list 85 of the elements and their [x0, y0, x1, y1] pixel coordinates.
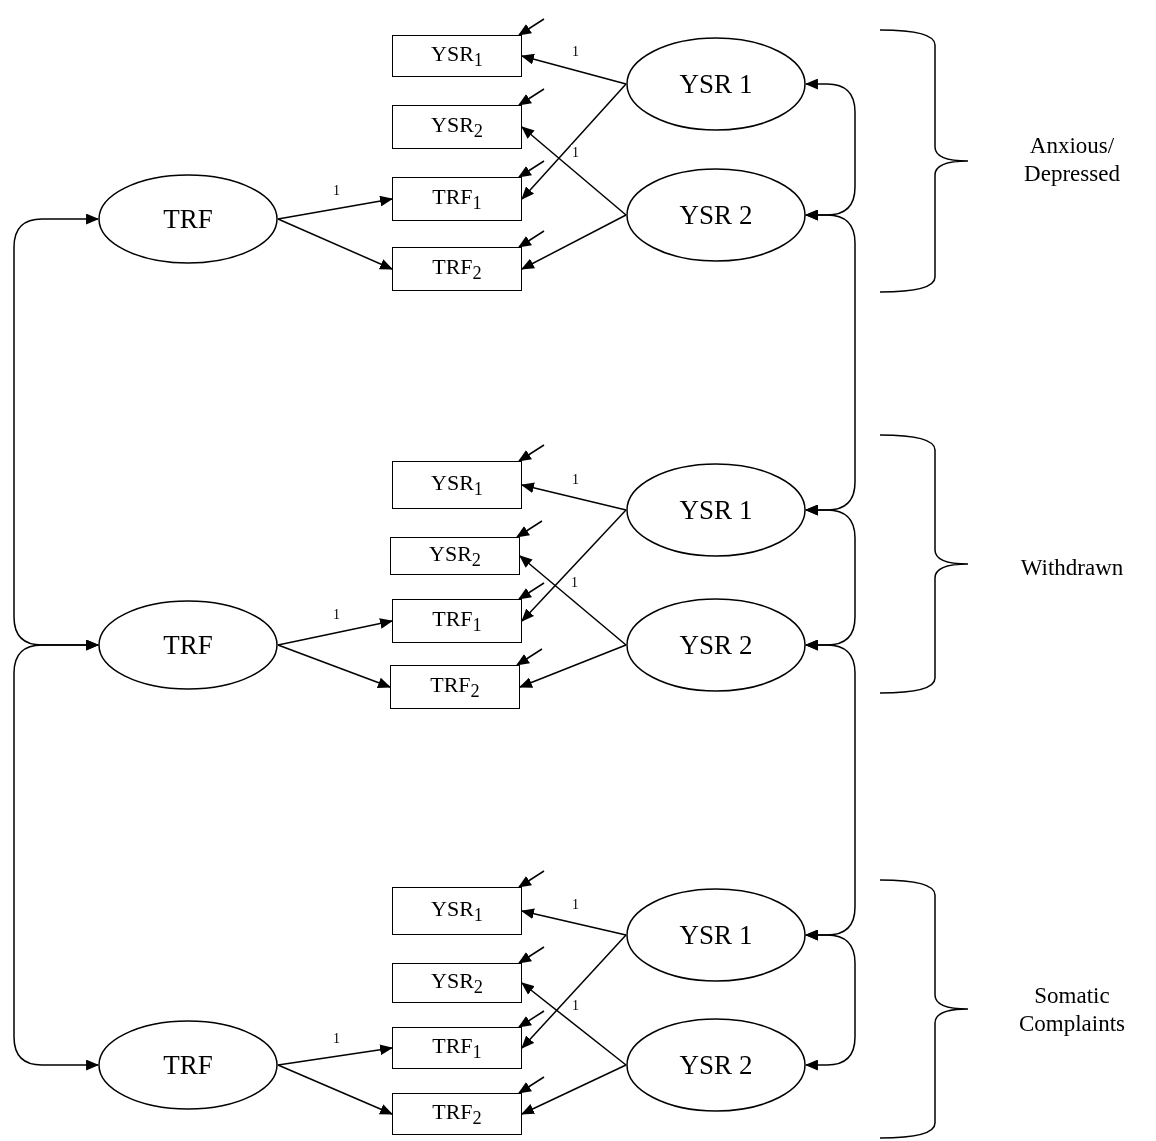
error-arrow — [518, 870, 545, 888]
arrow — [521, 214, 627, 270]
arrow — [521, 509, 627, 622]
latent-variable-ellipse — [626, 168, 806, 262]
node-label: YSR 1 — [679, 68, 753, 100]
node-label: YSR$_{2}$ — [431, 111, 483, 143]
latent-variable-ellipse — [626, 598, 806, 692]
node-label: TRF$_{1}$ — [432, 605, 482, 637]
node-label: TRF$_{2}$ — [432, 253, 482, 285]
error-arrow — [518, 18, 545, 36]
latent-variable-ellipse — [626, 463, 806, 557]
arrow — [519, 644, 627, 688]
node-label: YSR 1 — [679, 919, 753, 951]
arrow — [277, 1044, 394, 1066]
latent-variable-ellipse — [626, 37, 806, 131]
indicator-box — [392, 105, 522, 149]
indicator-box — [390, 537, 520, 575]
node-label: YSR$_{1}$ — [431, 40, 483, 72]
error-arrow — [516, 648, 543, 666]
arrow — [277, 218, 393, 270]
node-label: YSR$_{1}$ — [431, 895, 483, 927]
bracket-label: Anxious/ Depressed — [1023, 132, 1121, 188]
node-label: YSR$_{2}$ — [429, 540, 481, 572]
indicator-box — [392, 35, 522, 77]
latent-variable-ellipse — [98, 174, 278, 264]
node-label: YSR$_{2}$ — [431, 967, 483, 999]
bracket-label: Somatic Complaints — [1017, 982, 1127, 1038]
double-headed-arrow — [13, 639, 100, 1071]
error-arrow — [518, 1076, 545, 1094]
edge-label: 1 — [332, 607, 341, 622]
edge-label: 1 — [571, 471, 580, 487]
node-label: TRF — [163, 1049, 213, 1081]
arrow — [521, 126, 627, 216]
edge-label: 1 — [571, 145, 580, 160]
latent-variable-ellipse — [626, 888, 806, 982]
arrow — [277, 618, 394, 646]
error-arrow — [518, 160, 545, 178]
indicator-box — [392, 461, 522, 509]
arrow — [277, 195, 394, 220]
indicator-box — [392, 247, 522, 291]
error-arrow — [518, 1010, 545, 1028]
indicator-box — [392, 1027, 522, 1069]
edge-label: 1 — [571, 44, 580, 59]
arrow — [521, 1064, 627, 1115]
error-arrow — [516, 520, 543, 538]
edge-label: 1 — [332, 183, 341, 198]
arrow — [520, 908, 627, 936]
arrow — [521, 934, 627, 1049]
node-label: YSR$_{1}$ — [431, 469, 483, 501]
edge-label: 1 — [571, 897, 580, 912]
error-arrow — [518, 444, 545, 462]
arrow — [521, 83, 627, 200]
indicator-box — [390, 665, 520, 709]
indicator-box — [392, 963, 522, 1003]
latent-variable-ellipse — [98, 1020, 278, 1110]
arrow — [519, 555, 627, 646]
node-label: YSR 2 — [679, 199, 753, 231]
bracket-label: Withdrawn — [1019, 554, 1125, 582]
indicator-box — [392, 599, 522, 643]
arrow — [277, 644, 391, 688]
node-label: YSR 1 — [679, 494, 753, 526]
error-arrow — [518, 946, 545, 964]
latent-variable-ellipse — [98, 600, 278, 690]
node-label: TRF — [163, 203, 213, 235]
node-label: TRF$_{2}$ — [430, 671, 480, 703]
indicator-box — [392, 177, 522, 221]
node-label: YSR 2 — [679, 629, 753, 661]
arrow — [277, 1064, 393, 1115]
error-arrow — [518, 230, 545, 248]
indicator-box — [392, 887, 522, 935]
node-label: YSR 2 — [679, 1049, 753, 1081]
error-arrow — [518, 88, 545, 106]
arrow — [521, 982, 627, 1066]
error-arrow — [518, 582, 545, 600]
edge-label: 1 — [571, 998, 580, 1013]
arrow — [520, 53, 627, 85]
arrow — [520, 482, 627, 511]
latent-variable-ellipse — [626, 1018, 806, 1112]
node-label: TRF$_{1}$ — [432, 183, 482, 215]
edge-label: 1 — [332, 1030, 341, 1046]
node-label: TRF$_{2}$ — [432, 1098, 482, 1130]
node-label: TRF$_{1}$ — [432, 1032, 482, 1064]
indicator-box — [392, 1093, 522, 1135]
edge-label: 1 — [570, 574, 579, 590]
node-label: TRF — [163, 629, 213, 661]
